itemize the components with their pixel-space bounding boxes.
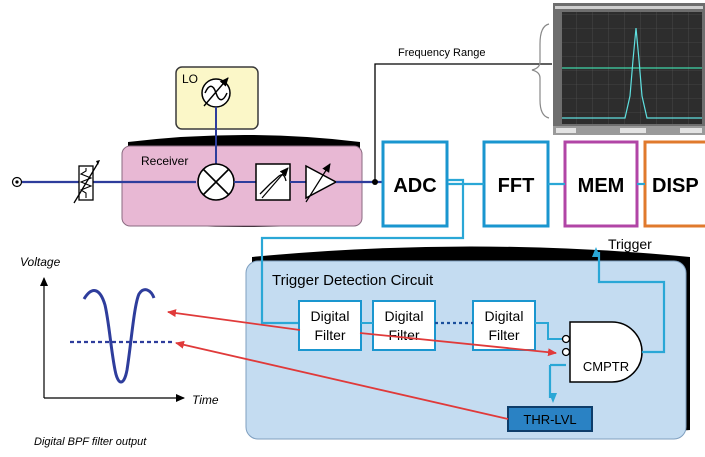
- disp-label: DISP: [652, 175, 699, 197]
- receiver-label: Receiver: [141, 154, 188, 168]
- filter-output-curve: [82, 288, 156, 384]
- digital-filter-2: [372, 300, 436, 351]
- trigger-circuit-title: Trigger Detection Circuit: [272, 272, 434, 289]
- filter-3-line1: Digital: [485, 308, 524, 324]
- digital-filter-3: [472, 300, 536, 351]
- lo-label: LO: [182, 72, 198, 86]
- range-brace: [531, 23, 550, 119]
- filter-output-arrow: [167, 309, 301, 331]
- comparator-label: CMPTR: [583, 359, 629, 374]
- filter-output-plot: [40, 277, 185, 402]
- lo-block: [175, 66, 259, 130]
- spectrum-display-thumbnail: [553, 3, 705, 135]
- trigger-line: [592, 247, 666, 354]
- frequency-range-label: Frequency Range: [398, 47, 485, 59]
- filter-1-line1: Digital: [311, 308, 350, 324]
- plot-caption: Digital BPF filter output: [34, 436, 147, 448]
- plot-y-label: Voltage: [20, 255, 61, 269]
- mem-label: MEM: [578, 175, 625, 197]
- filter-1-line2: Filter: [314, 327, 345, 343]
- filter-2-line2: Filter: [388, 327, 419, 343]
- mixer-icon: [197, 163, 235, 201]
- adc-to-trigger-line: [260, 178, 465, 325]
- threshold-label: THR-LVL: [523, 412, 576, 427]
- adc-label: ADC: [393, 175, 436, 197]
- comparator-input-arrow: [359, 332, 557, 357]
- comparator-gate: [561, 321, 643, 383]
- plot-x-label: Time: [192, 393, 219, 407]
- attenuator-icon: [73, 160, 100, 204]
- trigger-label: Trigger: [608, 236, 652, 252]
- amplifier-icon: [305, 163, 338, 203]
- adc-block: [381, 140, 449, 228]
- threshold-level-box: [507, 406, 593, 432]
- if-filter-icon: [255, 163, 291, 201]
- filter-2-line1: Digital: [385, 308, 424, 324]
- frequency-range-line: [374, 63, 552, 182]
- input-connector-icon: [11, 176, 23, 188]
- filter-3-line2: Filter: [488, 327, 519, 343]
- fft-label: FFT: [498, 175, 535, 197]
- threshold-arrow: [175, 340, 509, 420]
- digital-filter-1: [298, 300, 362, 351]
